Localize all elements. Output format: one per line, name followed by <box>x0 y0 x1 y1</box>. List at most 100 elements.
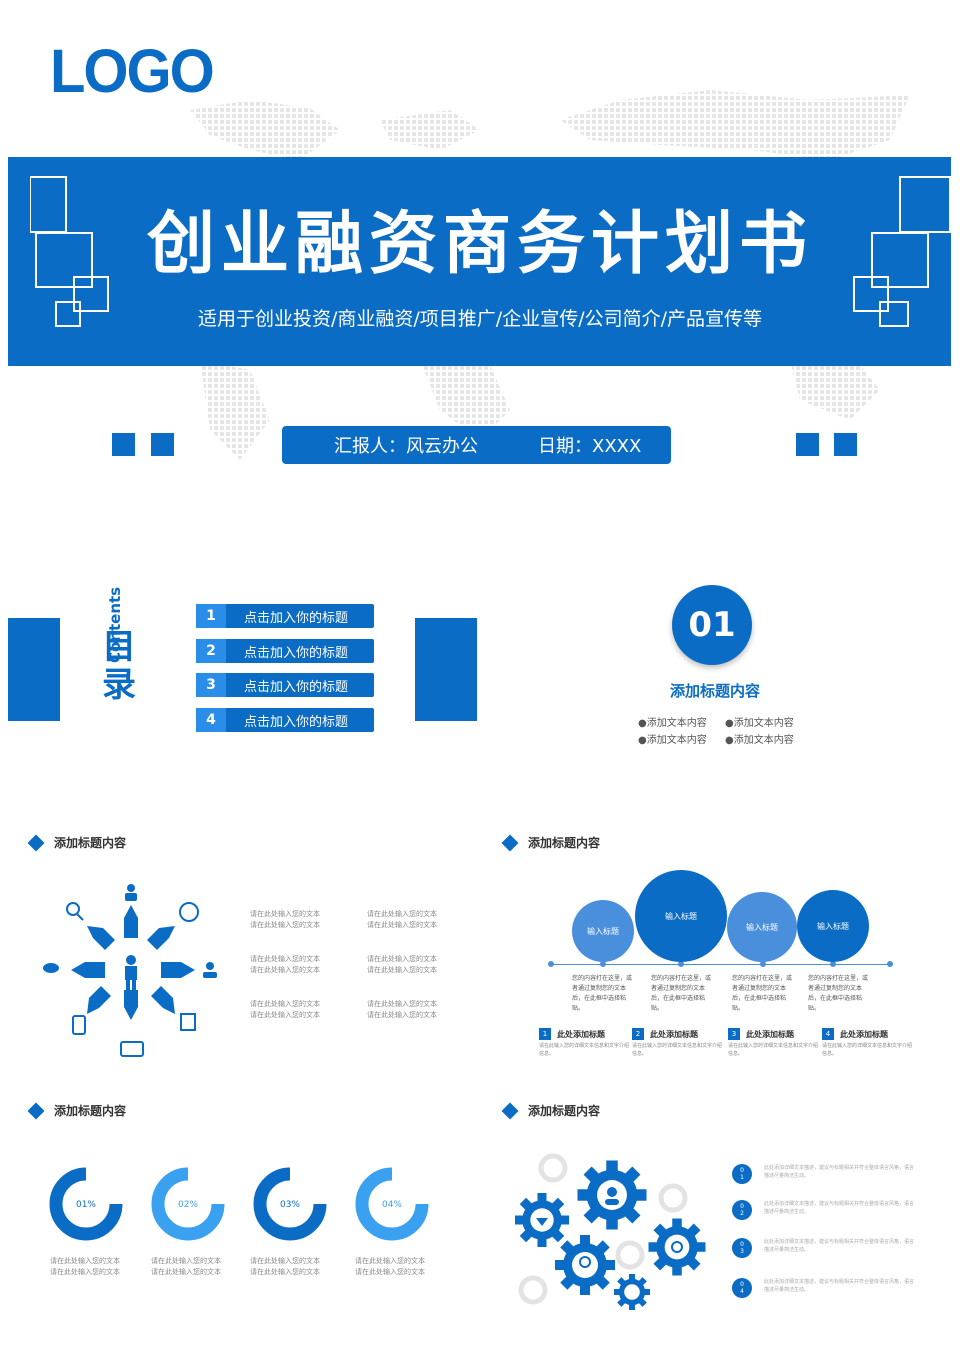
bullet-item: ●添加文本内容 <box>725 718 794 729</box>
bullet-item: ●添加文本内容 <box>725 735 794 746</box>
caption-line: 请在此处输入您的文本 <box>151 1257 221 1265</box>
toc-item-label: 点击加入你的标题 <box>244 610 349 626</box>
toc-item-number: 3 <box>196 673 226 697</box>
toc-item[interactable]: 2 点击加入你的标题 <box>196 639 374 663</box>
text-block: 请在此处输入您的文本 请在此处输入您的文本 <box>367 909 437 931</box>
bullet-item: ●添加文本内容 <box>638 735 707 746</box>
toc-item-label: 点击加入你的标题 <box>244 645 349 661</box>
diamond-icon <box>27 834 45 851</box>
world-map-background <box>190 90 910 460</box>
diamond-icon <box>501 834 519 851</box>
toc-item[interactable]: 1 点击加入你的标题 <box>196 604 374 628</box>
square-frame-right-decoration <box>853 176 951 327</box>
diamond-icon <box>27 1102 45 1119</box>
bubble-description: 您的内容打在这里，或者通过复制您的文本后，在此框中选择粘贴。 <box>808 975 869 1012</box>
item-number: 0 3 <box>732 1238 752 1258</box>
timeline-dot <box>887 961 893 967</box>
people-radial-diagram <box>43 884 217 1057</box>
slide-heading: 添加标题内容 <box>27 834 127 851</box>
square-decoration <box>796 433 819 456</box>
bubble-description: 您的内容打在这里，或者通过复制您的文本后，在此框中选择粘贴。 <box>572 975 633 1012</box>
step-title: 此处添加标题 <box>650 1029 698 1039</box>
toc-item-number: 1 <box>196 604 226 628</box>
gear-list-item: 0 1 此处添加详细文本描述，建议与标题相关并符合整体语言风格，语言描述尽量简洁… <box>732 1164 922 1184</box>
text-block: 请在此处输入您的文本 请在此处输入您的文本 <box>250 954 320 976</box>
toc-item[interactable]: 4 点击加入你的标题 <box>196 708 374 732</box>
text-line: 请在此处输入您的文本 <box>367 955 437 963</box>
item-number: 0 2 <box>732 1200 752 1220</box>
timeline-dot <box>760 961 766 967</box>
item-text: 此处添加详细文本描述，建议与标题相关并符合整体语言风格，语言描述尽量简洁生动。 <box>764 1201 915 1215</box>
text-line: 请在此处输入您的文本 <box>367 966 437 974</box>
title-bubble: 输入标题 <box>727 892 797 962</box>
gear-list-item: 0 2 此处添加详细文本描述，建议与标题相关并符合整体语言风格，语言描述尽量简洁… <box>732 1200 922 1220</box>
slide-heading: 添加标题内容 <box>501 834 601 851</box>
text-line: 请在此处输入您的文本 <box>250 1000 320 1008</box>
toc-title: 目录 <box>102 627 136 705</box>
progress-rings: 01%02%03%04% <box>49 1167 429 1241</box>
progress-ring-arc <box>253 1167 327 1241</box>
caption-line: 请在此处输入您的文本 <box>50 1257 120 1265</box>
square-decoration <box>834 433 857 456</box>
cover-subtitle: 适用于创业投资/商业融资/项目推广/企业宣传/公司简介/产品宣传等 <box>197 308 762 330</box>
step-text: 请在此输入您的详细文本信息和文字介绍信息。 <box>822 1043 913 1057</box>
caption-line: 请在此处输入您的文本 <box>250 1257 320 1265</box>
surrounding-icons <box>43 884 217 1057</box>
caption-line: 请在此处输入您的文本 <box>151 1268 221 1276</box>
step-number: 2 <box>632 1028 644 1040</box>
text-line: 请在此处输入您的文本 <box>367 1000 437 1008</box>
progress-ring-label: 03% <box>280 1200 300 1210</box>
bubble-description: 您的内容打在这里，或者通过复制您的文本后，在此框中选择粘贴。 <box>651 975 712 1012</box>
square-decoration <box>151 433 174 456</box>
toc-item-label: 点击加入你的标题 <box>244 679 349 695</box>
slide-heading: 添加标题内容 <box>501 1102 600 1119</box>
item-text: 此处添加详细文本描述，建议与标题相关并符合整体语言风格，语言描述尽量简洁生动。 <box>764 1165 915 1179</box>
toc-right-bar <box>415 618 477 721</box>
text-line: 请在此处输入您的文本 <box>250 955 320 963</box>
progress-ring-label: 04% <box>382 1200 402 1210</box>
step-text: 请在此输入您的详细文本信息和文字介绍信息。 <box>728 1043 819 1057</box>
caption-line: 请在此处输入您的文本 <box>50 1268 120 1276</box>
item-text: 此处添加详细文本描述，建议与标题相关并符合整体语言风格，语言描述尽量简洁生动。 <box>764 1239 915 1253</box>
section-bullets-left: ●添加文本内容 ●添加文本内容 <box>638 715 707 749</box>
date-text: 日期：XXXX <box>538 436 642 457</box>
slide-heading-text: 添加标题内容 <box>54 836 127 850</box>
toc-item-number: 2 <box>196 639 226 663</box>
progress-ring-arc <box>151 1167 225 1241</box>
caption-line: 请在此处输入您的文本 <box>355 1257 425 1265</box>
slide-heading-text: 添加标题内容 <box>528 836 601 850</box>
slide-heading: 添加标题内容 <box>27 1102 126 1119</box>
step-title: 此处添加标题 <box>746 1029 794 1039</box>
square-frame-left-decoration <box>30 176 109 327</box>
step-number: 1 <box>539 1028 551 1040</box>
item-number: 0 1 <box>732 1164 752 1184</box>
logo: LOGO <box>50 37 215 106</box>
text-block: 请在此处输入您的文本 请在此处输入您的文本 <box>367 999 437 1021</box>
bullet-item: ●添加文本内容 <box>638 718 707 729</box>
step-item: 2 此处添加标题 请在此输入您的详细文本信息和文字介绍信息。 <box>632 1028 722 1058</box>
ring-caption: 请在此处输入您的文本 请在此处输入您的文本 <box>250 1256 320 1278</box>
title-bubble: 输入标题 <box>572 900 634 962</box>
text-block: 请在此处输入您的文本 请在此处输入您的文本 <box>250 999 320 1021</box>
text-block: 请在此处输入您的文本 请在此处输入您的文本 <box>250 909 320 931</box>
diamond-icon <box>501 1102 519 1119</box>
section-bullets-right: ●添加文本内容 ●添加文本内容 <box>725 715 794 749</box>
step-title: 此处添加标题 <box>840 1029 888 1039</box>
toc-left-bar <box>8 618 60 721</box>
toc-item[interactable]: 3 点击加入你的标题 <box>196 673 374 697</box>
gear-list-item: 0 4 此处添加详细文本描述，建议与标题相关并符合整体语言风格，语言描述尽量简洁… <box>732 1278 922 1298</box>
progress-ring-arc <box>355 1167 429 1241</box>
step-text: 请在此输入您的详细文本信息和文字介绍信息。 <box>632 1043 723 1057</box>
toc-item-number: 4 <box>196 708 226 732</box>
item-text: 此处添加详细文本描述，建议与标题相关并符合整体语言风格，语言描述尽量简洁生动。 <box>764 1279 915 1293</box>
text-line: 请在此处输入您的文本 <box>367 1011 437 1019</box>
section-title: 添加标题内容 <box>669 682 760 700</box>
progress-ring-label: 01% <box>76 1200 96 1210</box>
timeline-dot <box>830 961 836 967</box>
gears-illustration <box>515 1150 706 1310</box>
caption-line: 请在此处输入您的文本 <box>355 1268 425 1276</box>
toc-item-label: 点击加入你的标题 <box>244 714 349 730</box>
caption-line: 请在此处输入您的文本 <box>250 1268 320 1276</box>
cover-banner <box>8 157 951 366</box>
